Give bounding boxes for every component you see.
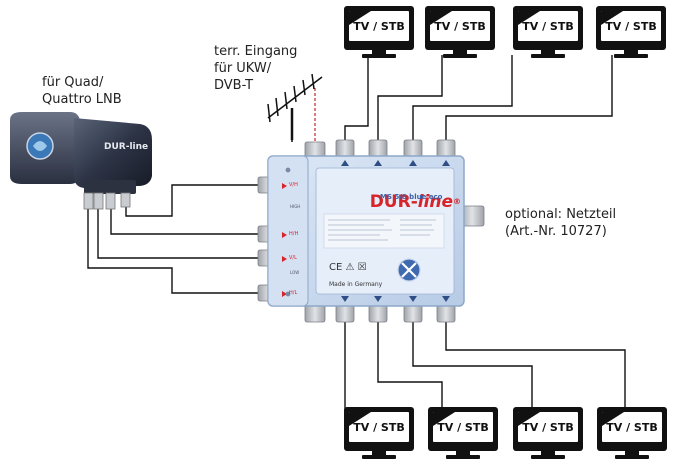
tv-screen: TV / STB [425, 6, 495, 50]
input-label-2: H/H [289, 231, 299, 237]
cable-top-1 [344, 55, 369, 152]
switch-marks: CE ⚠ ☒ [329, 262, 367, 273]
input-label-4: H/L [289, 290, 298, 296]
cable-lnb-1 [125, 184, 262, 217]
tv-stb-top-4: TV / STB [596, 6, 672, 61]
tv-screen: TV / STB [513, 407, 583, 451]
tv-screen: TV / STB [344, 6, 414, 50]
tv-screen: TV / STB [597, 407, 667, 451]
tv-stb-top-3: TV / STB [513, 6, 589, 61]
switch-brand: DUR-line® [369, 192, 462, 212]
cable-top-3 [412, 55, 513, 152]
tv-stb-top-2: TV / STB [425, 6, 501, 61]
tv-stb-bottom-4: TV / STB [597, 407, 673, 462]
cable-top-4 [445, 55, 613, 152]
cable-lnb-2 [110, 202, 262, 235]
lnb-brand-text: DUR-line [104, 142, 149, 152]
side-text-low: LOW [290, 270, 300, 275]
input-label-1: V/H [289, 182, 298, 188]
terr-input-label: terr. Eingang für UKW/ DVB-T [214, 44, 298, 93]
psu-label: optional: Netzteil (Art.-Nr. 10727) [505, 207, 617, 239]
cable-bottom-3 [412, 320, 533, 410]
switch-model: MS 5/8 blue eco [380, 193, 443, 201]
side-text-high: HIGH [290, 204, 301, 209]
tv-stb-bottom-3: TV / STB [513, 407, 589, 462]
tv-stb-bottom-1: TV / STB [344, 407, 420, 462]
cable-lnb-4 [87, 209, 262, 294]
tv-screen: TV / STB [596, 6, 666, 50]
cable-lnb-3 [97, 209, 262, 259]
switch-footer: Made in Germany [329, 281, 383, 288]
tv-screen: TV / STB [428, 407, 498, 451]
cable-top-2 [377, 55, 443, 152]
lnb-label: für Quad/ Quattro LNB [42, 75, 122, 107]
tv-screen: TV / STB [344, 407, 414, 451]
cable-bottom-4 [445, 320, 626, 410]
cable-bottom-2 [377, 320, 443, 410]
input-label-3: V/L [289, 255, 297, 261]
tv-stb-top-1: TV / STB [344, 6, 420, 61]
tv-stb-bottom-2: TV / STB [428, 407, 504, 462]
tv-screen: TV / STB [513, 6, 583, 50]
